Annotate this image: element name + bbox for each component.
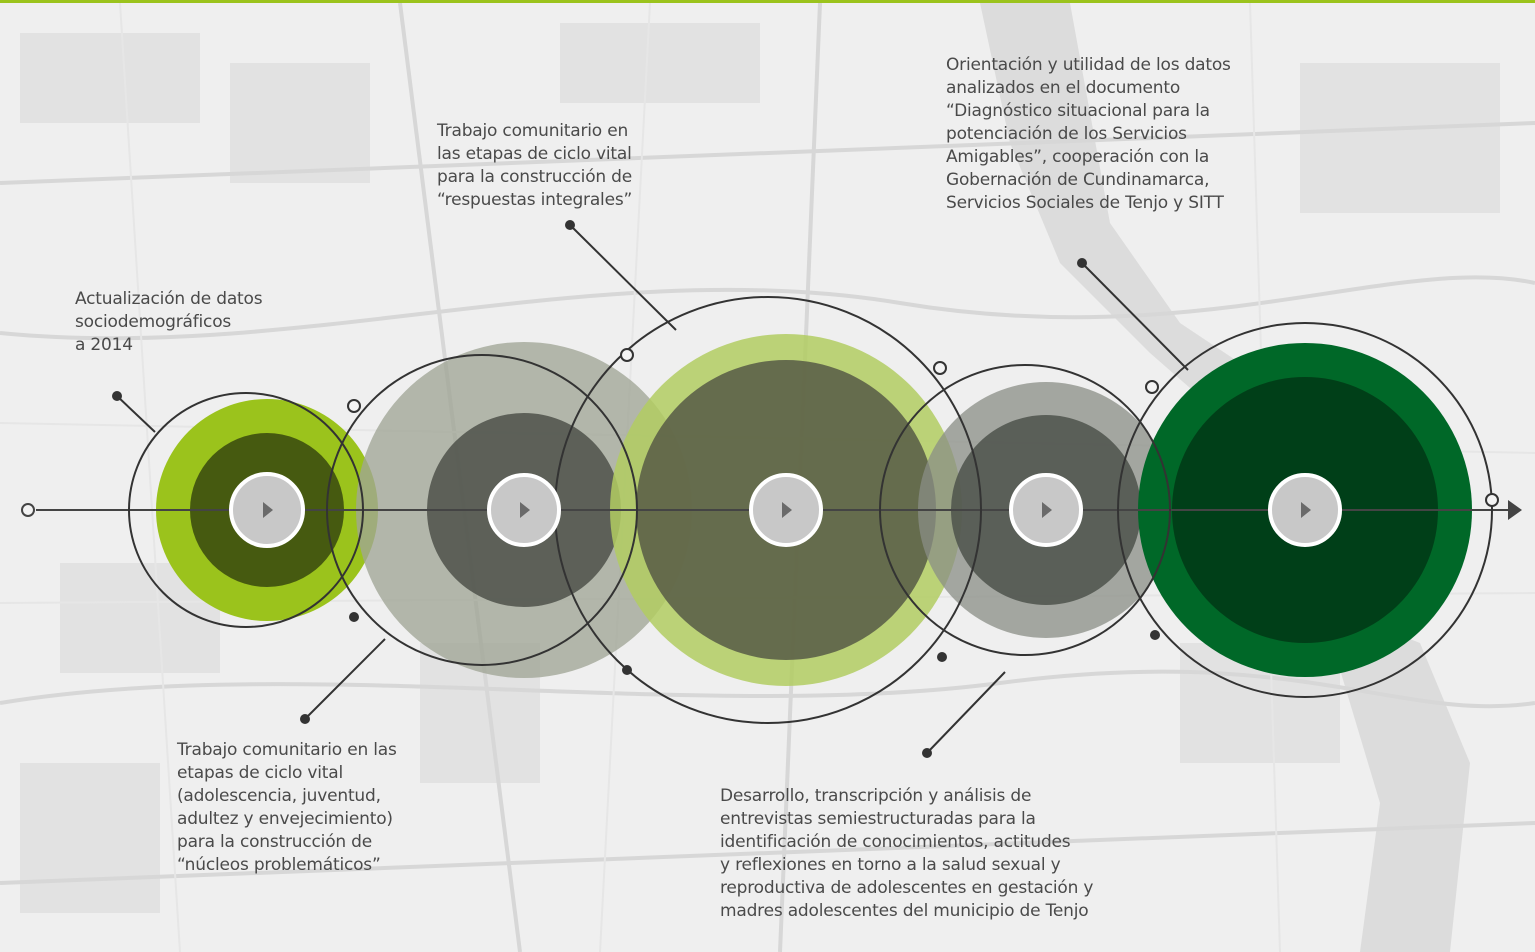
play-button-3[interactable] xyxy=(749,473,823,547)
milestone-label-3: Orientación y utilidad de los datos anal… xyxy=(946,55,1231,213)
play-icon xyxy=(1042,502,1052,518)
leader-dots xyxy=(112,220,1087,758)
milestone-label-1: Actualización de datos sociodemográficos… xyxy=(75,289,263,355)
play-icon xyxy=(1301,502,1311,518)
top-accent-bar xyxy=(0,0,1535,3)
play-button-4[interactable] xyxy=(1009,473,1083,547)
play-button-5[interactable] xyxy=(1268,473,1342,547)
ring-end-markers xyxy=(347,348,1499,507)
leader-lines xyxy=(116,224,1189,754)
axis-arrowhead-icon xyxy=(1508,500,1522,520)
milestone-label-4: Trabajo comunitario en las etapas de cic… xyxy=(177,740,397,875)
play-icon xyxy=(263,502,273,518)
play-button-1[interactable] xyxy=(229,472,305,548)
milestone-label-2: Trabajo comunitario en las etapas de cic… xyxy=(437,121,633,210)
play-icon xyxy=(782,502,792,518)
milestone-label-5: Desarrollo, transcripción y análisis de … xyxy=(720,786,1094,921)
play-icon xyxy=(520,502,530,518)
ring-filled-markers xyxy=(349,612,1160,675)
play-button-2[interactable] xyxy=(487,473,561,547)
